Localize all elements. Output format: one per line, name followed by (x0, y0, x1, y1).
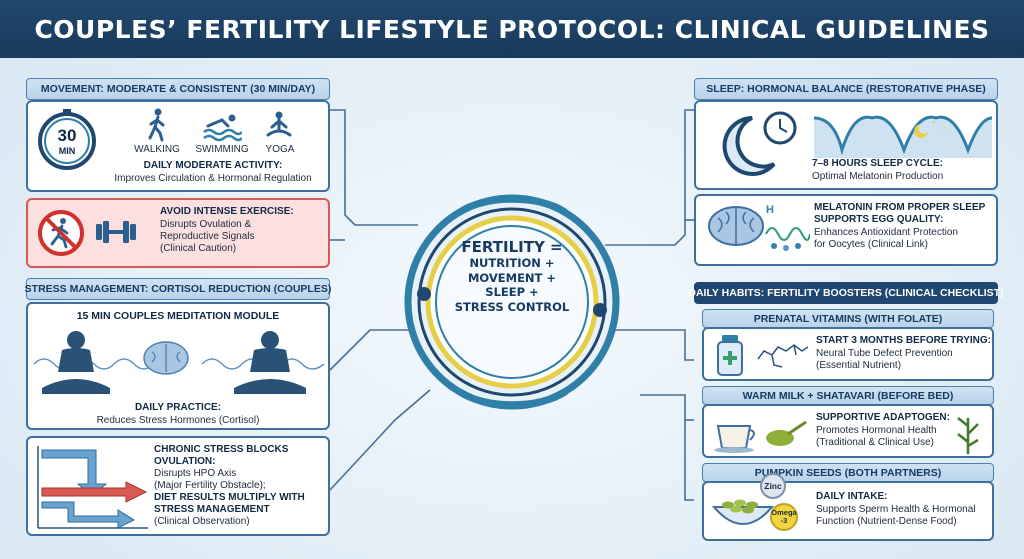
habit-2-bar: WARM MILK + SHATAVARI (BEFORE BED) (702, 386, 994, 405)
meditation-module-label: 15 MIN COUPLES MEDITATION MODULE (76, 310, 280, 322)
no-running-icon (38, 210, 84, 256)
chronic-line-3: Disrupts HPO Axis (154, 468, 237, 479)
movement-header: MOVEMENT: MODERATE & CONSISTENT (30 MIN/… (26, 78, 330, 100)
movement-desc: Improves Circulation & Hormonal Regulati… (114, 173, 312, 184)
movement-panel: 30 MIN WALKING SWIMMING YOGA DAILY MODER… (26, 100, 330, 192)
avoid-line-2: Reproductive Signals (160, 231, 255, 242)
formula-line-5: STRESS CONTROL (454, 299, 570, 314)
folate-molecule-icon (757, 344, 809, 368)
chronic-line-7: (Clinical Observation) (154, 516, 250, 527)
meditation-couple-illustration (33, 331, 325, 394)
timer-number: 30 (57, 126, 77, 145)
meditating-man-icon (234, 331, 306, 394)
title-banner: COUPLES’ FERTILITY LIFESTYLE PROTOCOL: C… (0, 0, 1024, 58)
habit-1-line-2: (Essential Nutrient) (816, 360, 902, 371)
chronic-stress-panel: CHRONIC STRESS BLOCKS OVULATION: Disrupt… (26, 436, 330, 536)
avoid-panel: AVOID INTENSE EXERCISE: Disrupts Ovulati… (26, 198, 330, 268)
zinc-badge: Zinc (760, 473, 786, 499)
dumbbell-icon (96, 221, 136, 243)
sleep-header: SLEEP: HORMONAL BALANCE (RESTORATIVE PHA… (694, 78, 998, 100)
brain-icon (708, 206, 764, 246)
moon-clock-icon (722, 111, 797, 176)
avoid-title: AVOID INTENSE EXERCISE: (160, 206, 294, 217)
melatonin-desc-1: Enhances Antioxidant Protection (814, 227, 958, 238)
habit-2-panel: SUPPORTIVE ADAPTOGEN: Promotes Hormonal … (702, 404, 994, 458)
chronic-line-5: DIET RESULTS MULTIPLY WITH (154, 492, 305, 503)
stress-desc: Reduces Stress Hormones (Cortisol) (96, 415, 260, 426)
chronic-line-2: OVULATION: (154, 456, 216, 467)
chronic-line-6: STRESS MANAGEMENT (154, 504, 270, 515)
stress-title: DAILY PRACTICE: (134, 402, 222, 413)
avoid-line-3: (Clinical Caution) (160, 243, 237, 254)
page-title: COUPLES’ FERTILITY LIFESTYLE PROTOCOL: C… (34, 14, 990, 44)
activity-yoga-label: YOGA (265, 144, 295, 155)
yoga-icon (266, 111, 292, 137)
milk-cup-herb-icon (714, 420, 807, 453)
habit-1-line-1: Neural Tube Defect Prevention (816, 348, 953, 359)
formula-line-2: NUTRITION + (469, 256, 555, 270)
movement-title: DAILY MODERATE ACTIVITY: (143, 160, 283, 171)
formula-line-4: SLEEP + (485, 285, 539, 299)
sleep-cycle-wave-icon (813, 115, 993, 158)
melatonin-title-1: MELATONIN FROM PROPER SLEEP (814, 202, 986, 213)
meditating-woman-icon (42, 331, 110, 394)
activity-swimming-label: SWIMMING (195, 144, 249, 155)
brain-icon (143, 341, 189, 375)
walking-icon (148, 108, 165, 142)
stopwatch-icon (38, 109, 96, 170)
timer-unit: MIN (58, 146, 76, 156)
habit-3-line-1: Supports Sperm Health & Hormonal (816, 504, 976, 515)
stress-panel: 15 MIN COUPLES MEDITATION MODULE DAILY P… (26, 302, 330, 430)
habit-1-title: START 3 MONTHS BEFORE TRYING: (816, 335, 991, 346)
melatonin-desc-2: for Oocytes (Clinical Link) (814, 239, 928, 250)
habits-header: DAILY HABITS: FERTILITY BOOSTERS (CLINIC… (688, 282, 1004, 304)
habit-1-bar: PRENATAL VITAMINS (WITH FOLATE) (702, 309, 994, 328)
activity-walking-label: WALKING (134, 144, 180, 155)
habit-2-title: SUPPORTIVE ADAPTOGEN: (816, 412, 950, 423)
habit-3-bar: PUMPKIN SEEDS (BOTH PARTNERS) (702, 463, 994, 482)
shatavari-plant-icon (957, 417, 979, 454)
sleep-panel: 7–8 HOURS SLEEP CYCLE: Optimal Melatonin… (694, 100, 998, 190)
formula-line-1: FERTILITY = (461, 238, 563, 256)
sleep-desc: Optimal Melatonin Production (812, 171, 944, 182)
vitamin-bottle-icon (717, 335, 743, 376)
omega-label: Omega (771, 508, 797, 517)
habit-1-panel: START 3 MONTHS BEFORE TRYING: Neural Tub… (702, 327, 994, 381)
omega-sub: -3 (780, 516, 788, 525)
melatonin-panel: H MELATONIN FROM PROPER SLEEP SUPPORTS E… (694, 194, 998, 266)
hormone-wave-icon (765, 227, 810, 251)
habit-2-line-1: Promotes Hormonal Health (816, 425, 937, 436)
pumpkin-seeds-bowl-icon (711, 499, 775, 525)
declining-arrows-chart-icon (37, 446, 148, 529)
habit-3-panel: Zinc Omega -3 DAILY INTAKE: Supports Spe… (702, 473, 994, 541)
habit-2-line-2: (Traditional & Clinical Use) (816, 437, 934, 448)
avoid-line-1: Disrupts Ovulation & (160, 219, 252, 230)
zinc-label: Zinc (764, 481, 782, 491)
melatonin-title-2: SUPPORTS EGG QUALITY: (814, 214, 944, 225)
hormone-letter: H (766, 204, 774, 216)
habit-3-title: DAILY INTAKE: (816, 491, 888, 502)
center-formula: FERTILITY = NUTRITION + MOVEMENT + SLEEP… (452, 238, 572, 314)
swimming-icon (203, 114, 242, 142)
sleep-title: 7–8 HOURS SLEEP CYCLE: (812, 158, 943, 169)
formula-line-3: MOVEMENT + (467, 270, 557, 285)
chronic-line-1: CHRONIC STRESS BLOCKS (154, 444, 289, 455)
center-hub-ring (404, 194, 620, 410)
habit-3-line-2: Function (Nutrient-Dense Food) (816, 516, 957, 527)
chronic-line-4: (Major Fertility Obstacle); (154, 480, 266, 491)
omega-badge: Omega -3 (770, 503, 798, 531)
stress-header: STRESS MANAGEMENT: CORTISOL REDUCTION (C… (25, 278, 331, 300)
